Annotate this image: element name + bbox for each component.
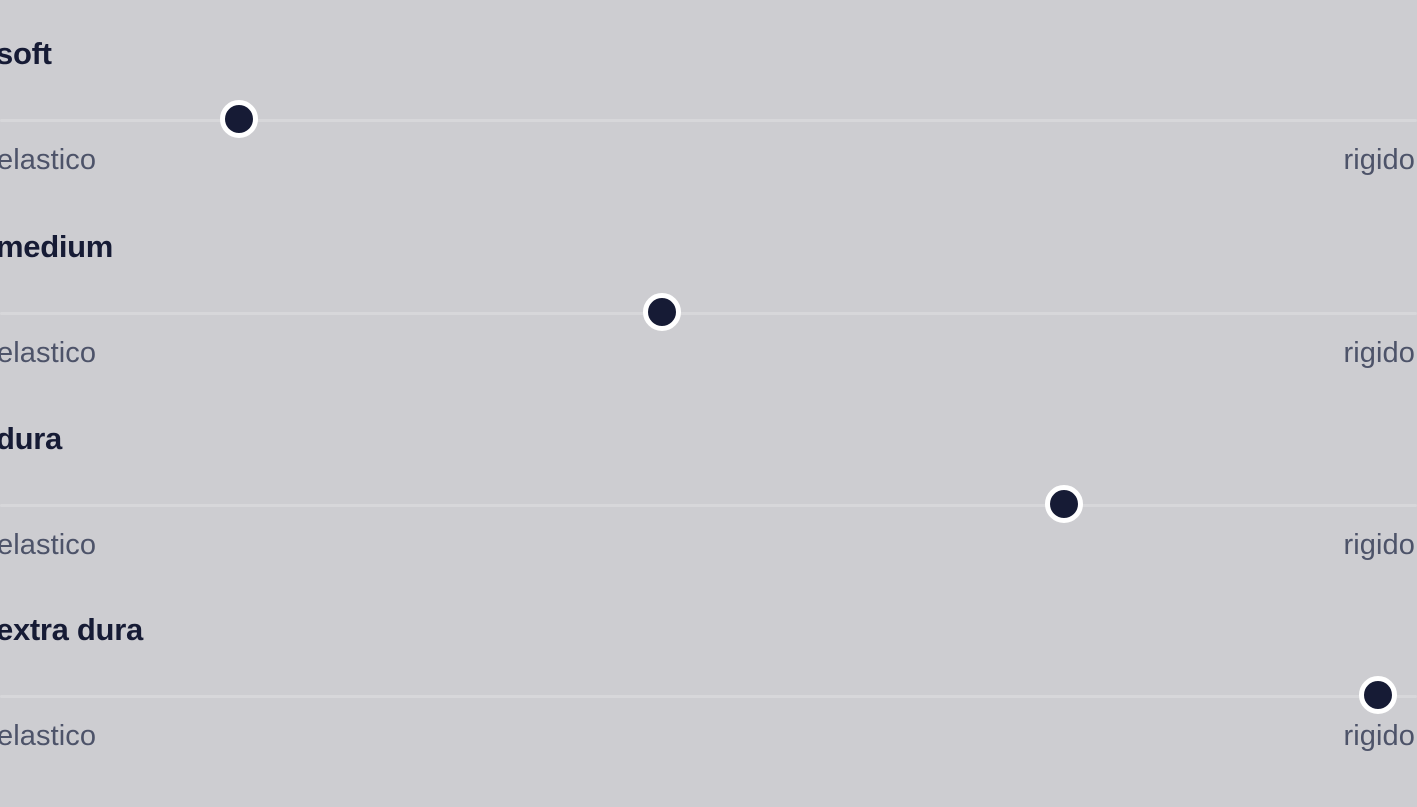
slider-endpoint-labels: elastico rigido: [0, 339, 1417, 383]
slider-group: extra dura elastico rigido: [0, 614, 1417, 807]
slider-endpoint-labels: elastico rigido: [0, 146, 1417, 190]
slider-group: soft elastico rigido: [0, 38, 1417, 231]
slider-group: medium elastico rigido: [0, 231, 1417, 424]
slider-min-label: elastico: [0, 529, 97, 561]
slider-max-label: rigido: [1343, 529, 1415, 561]
slider-track[interactable]: [0, 504, 1417, 507]
slider-group-heading: medium: [0, 229, 114, 264]
slider-track[interactable]: [0, 695, 1417, 698]
slider-group-heading: extra dura: [0, 612, 143, 647]
slider-min-label: elastico: [0, 337, 97, 369]
slider-control[interactable]: [0, 674, 1417, 718]
slider-min-label: elastico: [0, 720, 97, 752]
slider-control[interactable]: [0, 98, 1417, 142]
slider-endpoint-labels: elastico rigido: [0, 722, 1417, 766]
slider-group-heading: dura: [0, 421, 62, 456]
slider-control[interactable]: [0, 483, 1417, 527]
slider-group-heading: soft: [0, 36, 52, 71]
slider-handle[interactable]: [1045, 485, 1083, 523]
slider-max-label: rigido: [1343, 144, 1415, 176]
slider-endpoint-labels: elastico rigido: [0, 531, 1417, 575]
slider-handle[interactable]: [1359, 676, 1397, 714]
slider-track[interactable]: [0, 119, 1417, 122]
slider-handle[interactable]: [643, 293, 681, 331]
slider-group: dura elastico rigido: [0, 423, 1417, 616]
slider-handle[interactable]: [220, 100, 258, 138]
slider-max-label: rigido: [1343, 337, 1415, 369]
slider-max-label: rigido: [1343, 720, 1415, 752]
slider-track[interactable]: [0, 312, 1417, 315]
slider-control[interactable]: [0, 291, 1417, 335]
slider-min-label: elastico: [0, 144, 97, 176]
